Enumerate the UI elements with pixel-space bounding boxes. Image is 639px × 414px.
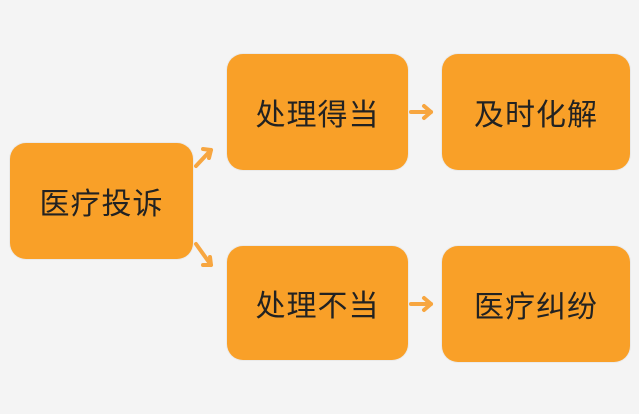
node-resolved-in-time: 及时化解: [442, 54, 630, 170]
node-handled-improperly-label: 处理不当: [255, 289, 380, 324]
node-medical-complaint-label: 医疗投诉: [39, 187, 164, 222]
arrow-complaint-to-proper: [194, 148, 213, 168]
node-medical-complaint: 医疗投诉: [10, 143, 193, 259]
arrow-improper-to-dispute-head: [422, 296, 433, 312]
arrow-complaint-to-improper-head: [201, 255, 213, 267]
arrow-proper-to-resolved-head: [422, 104, 433, 120]
node-medical-dispute-label: 医疗纠纷: [474, 290, 598, 325]
arrow-complaint-to-proper-head: [201, 147, 213, 160]
arrow-complaint-to-improper: [194, 242, 213, 267]
node-handled-properly-label: 处理得当: [255, 98, 380, 133]
node-medical-dispute: 医疗纠纷: [442, 246, 630, 362]
node-handled-properly: 处理得当: [227, 54, 408, 170]
node-handled-improperly: 处理不当: [227, 246, 408, 360]
node-resolved-in-time-label: 及时化解: [474, 98, 598, 133]
